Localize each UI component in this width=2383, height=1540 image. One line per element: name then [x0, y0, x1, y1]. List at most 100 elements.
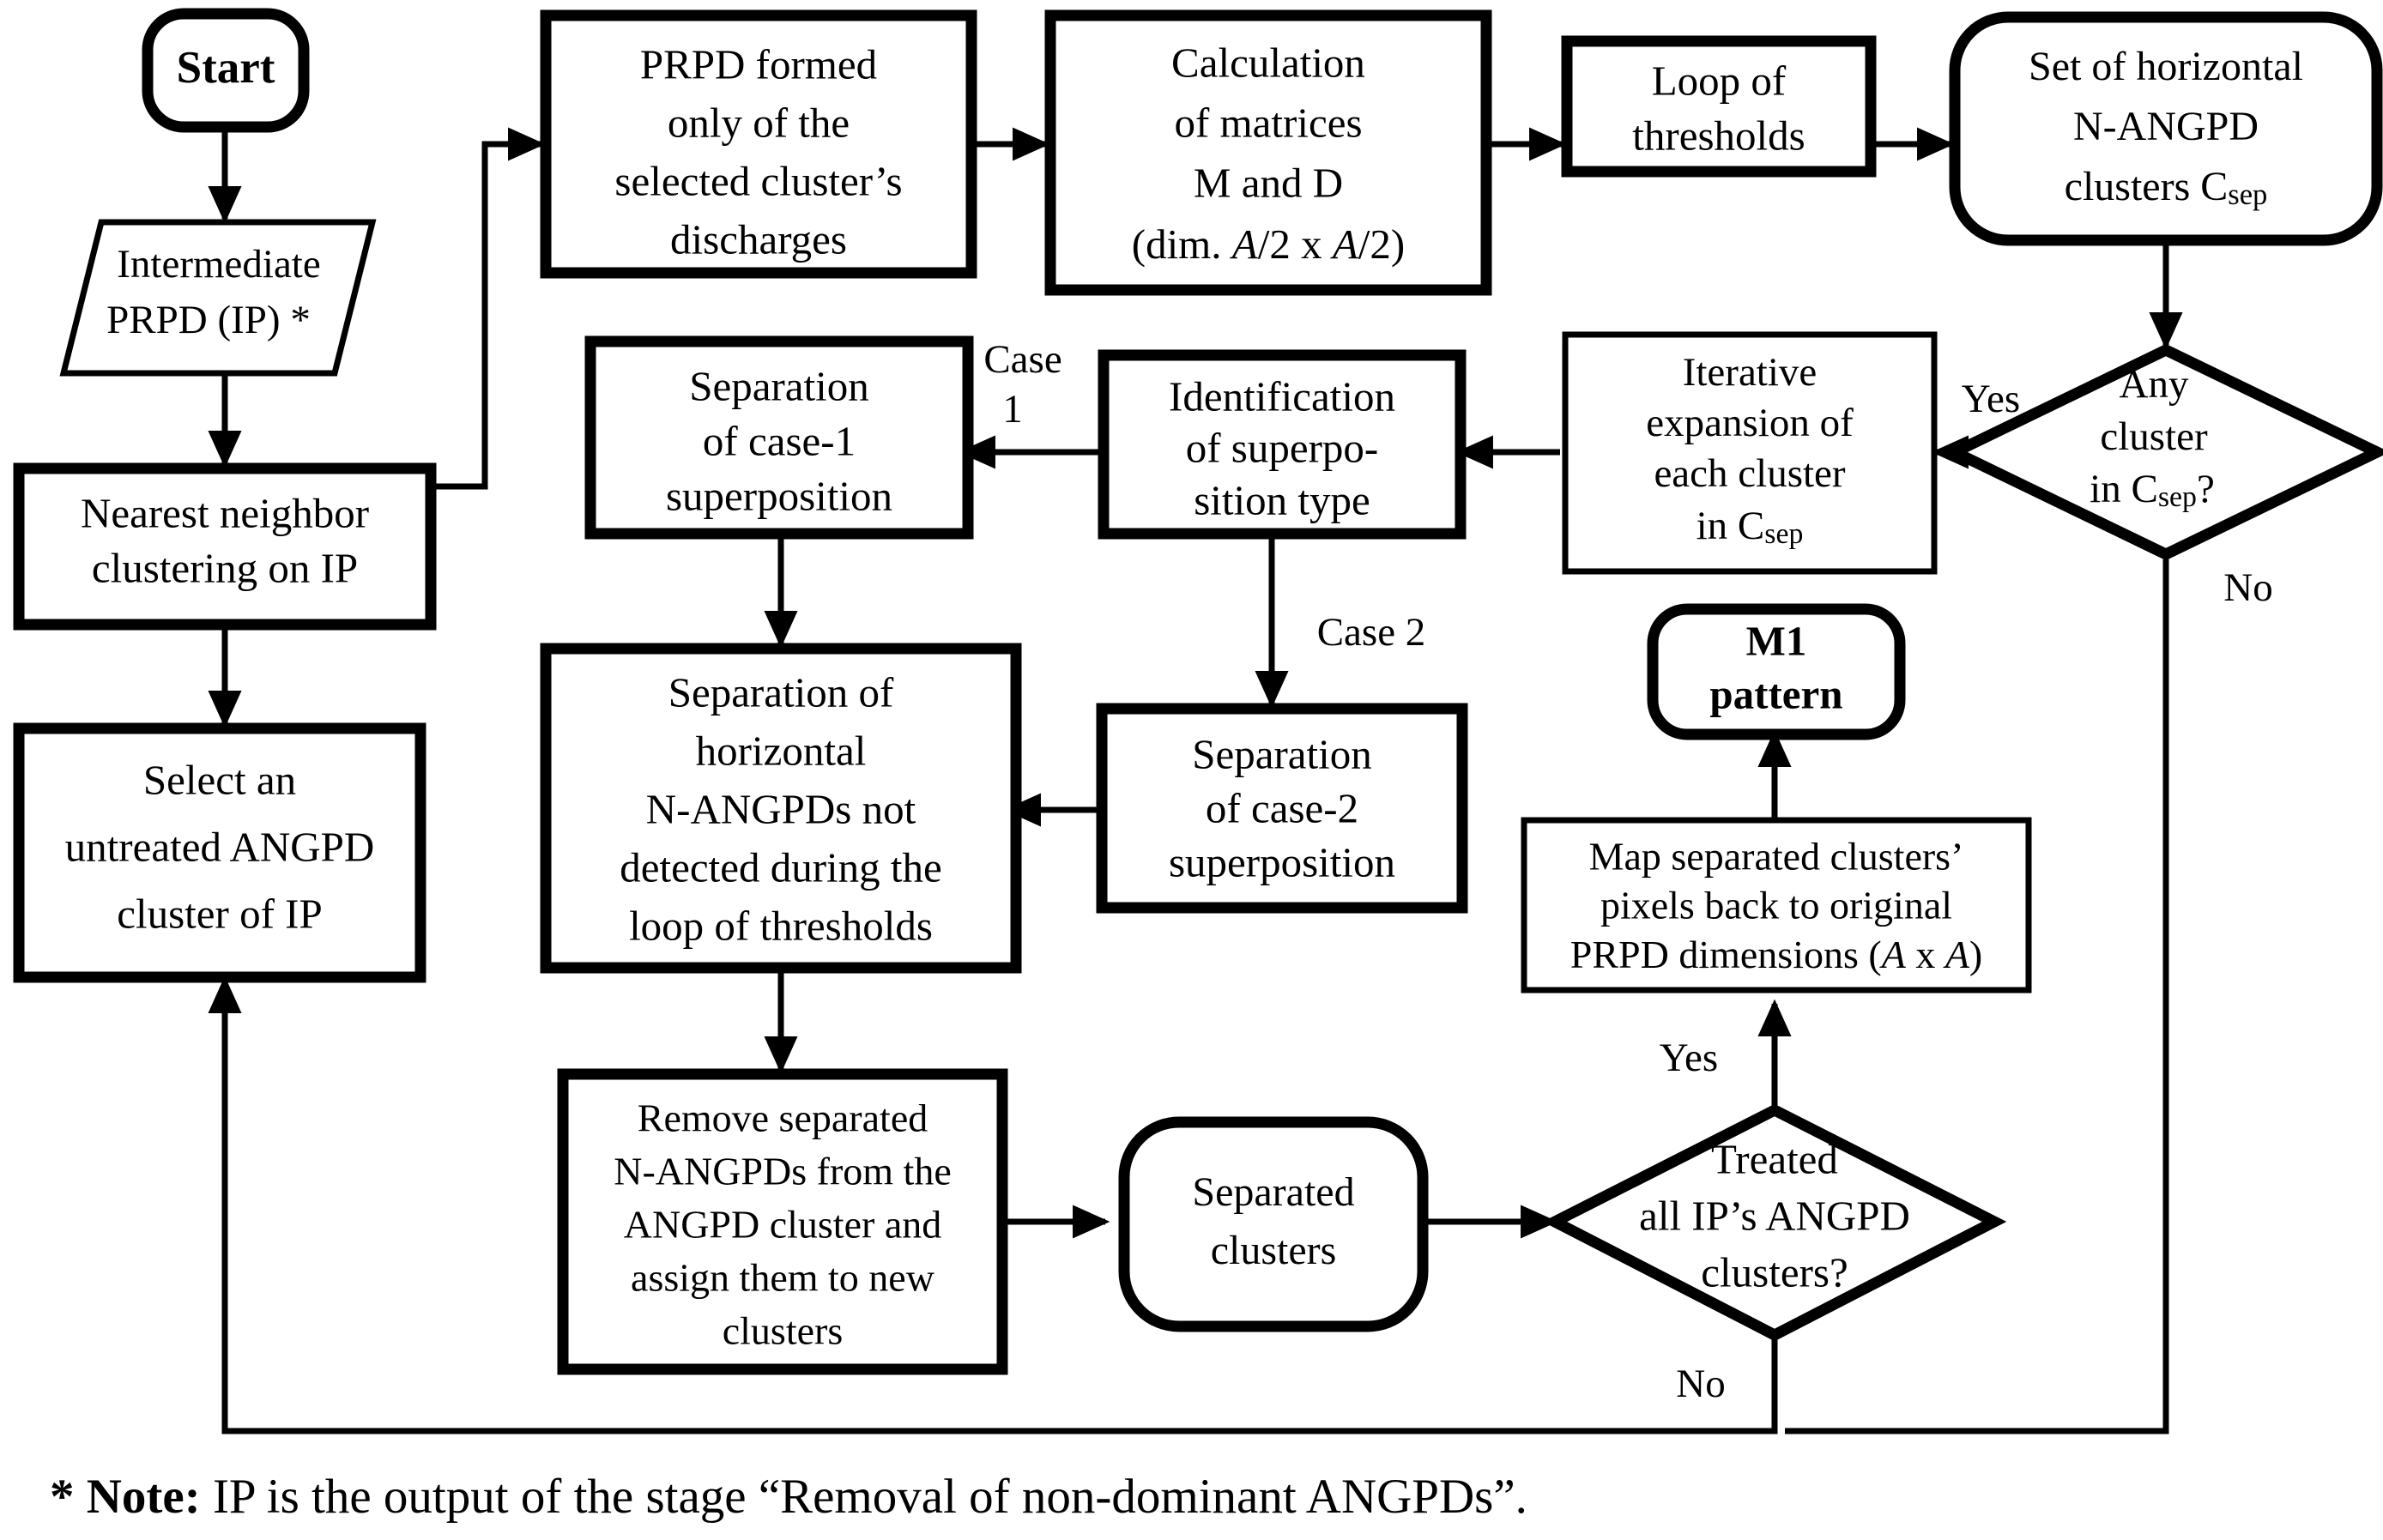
- node-select-cluster[interactable]: Select an untreated ANGPD cluster of IP: [13, 722, 426, 983]
- node-treated-all-line3: clusters?: [1701, 1248, 1848, 1295]
- set-csep-prefix: clusters C: [2065, 164, 2229, 209]
- edge-label-no-any-cluster: No: [2223, 565, 2272, 610]
- node-treated-all-line1: Treated: [1711, 1135, 1838, 1182]
- edge-label-case1-line2: 1: [1002, 387, 1023, 432]
- node-map-back-line1: Map separated clusters’: [1589, 835, 1964, 879]
- node-m1-pattern[interactable]: M1 pattern: [1647, 603, 1906, 740]
- node-map-back-line3: PRPD dimensions (A x A): [1570, 933, 1983, 976]
- calc-dim-prefix: (dim.: [1132, 220, 1232, 268]
- node-sep-case2-line2: of case-2: [1206, 784, 1358, 831]
- node-sep-horizontal[interactable]: Separation of horizontal N-ANGPDs not de…: [540, 643, 1022, 974]
- node-identify-superposition[interactable]: Identification of superpo- sition type: [1098, 349, 1467, 540]
- node-select-cluster-line2: untreated ANGPD: [65, 823, 375, 870]
- node-any-cluster-line1: Any: [2120, 362, 2189, 407]
- node-remove-separated-line4: assign them to new: [631, 1256, 935, 1300]
- node-identify-line3: sition type: [1194, 476, 1370, 523]
- node-set-csep-line2: N-ANGPD: [2073, 104, 2259, 149]
- node-calc-matrices-line3: M and D: [1194, 159, 1343, 206]
- node-remove-separated-line3: ANGPD cluster and: [624, 1203, 942, 1247]
- node-sep-case2[interactable]: Separation of case-2 superposition: [1096, 703, 1468, 914]
- node-start[interactable]: Start: [142, 8, 310, 133]
- edge-label-case1-line1: Case: [983, 337, 1061, 382]
- node-iterative-expansion[interactable]: Iterative expansion of each cluster in C…: [1562, 331, 1938, 575]
- node-remove-separated-line1: Remove separated: [638, 1096, 928, 1140]
- edge-label-yes-treated: Yes: [1660, 1036, 1718, 1080]
- footnote-text: IP is the output of the stage “Removal o…: [213, 1470, 1527, 1524]
- node-iterative-expansion-line1: Iterative: [1683, 350, 1817, 395]
- iterative-csep-prefix: in C: [1697, 504, 1765, 548]
- edge-select-to-prpdformed: [420, 127, 546, 490]
- footnote-bold-prefix: Note:: [87, 1470, 201, 1524]
- node-sep-case1[interactable]: Separation of case-1 superposition: [584, 335, 974, 540]
- map-back-post: ): [1969, 933, 1982, 976]
- node-separated-clusters[interactable]: Separated clusters: [1118, 1116, 1429, 1332]
- node-m1-pattern-line2: pattern: [1709, 670, 1842, 717]
- node-set-csep-line3: clusters Csep: [2065, 164, 2268, 211]
- node-separated-clusters-line2: clusters: [1211, 1228, 1337, 1273]
- node-sep-case1-line1: Separation: [689, 362, 869, 409]
- map-back-var1: A: [1879, 933, 1907, 976]
- calc-dim-mid: /2 x: [1258, 220, 1333, 268]
- node-sep-horizontal-line2: horizontal: [696, 727, 867, 774]
- node-separated-clusters-line1: Separated: [1192, 1169, 1354, 1215]
- node-sep-case1-line3: superposition: [666, 472, 892, 519]
- node-calc-matrices-line2: of matrices: [1174, 99, 1362, 146]
- map-back-mid: x: [1906, 933, 1945, 976]
- node-nn-clustering-line2: clustering on IP: [92, 544, 358, 591]
- node-sep-case2-line1: Separation: [1192, 730, 1372, 777]
- edge-anycluster-no-loopback: [1785, 559, 2169, 1434]
- node-loop-thresholds-line1: Loop of: [1652, 57, 1787, 104]
- node-sep-case2-line3: superposition: [1169, 838, 1395, 885]
- node-set-csep-line1: Set of horizontal: [2029, 44, 2303, 89]
- edge-label-yes-any-cluster: Yes: [1962, 377, 2020, 421]
- node-iterative-expansion-line4: in Csep: [1697, 504, 1804, 550]
- node-iterative-expansion-line3: each cluster: [1654, 451, 1845, 496]
- iterative-csep-subscript: sep: [1764, 518, 1803, 550]
- edge-label-case2: Case 2: [1317, 610, 1426, 655]
- map-back-var2: A: [1943, 933, 1970, 976]
- node-prpd-formed-line2: only of the: [668, 99, 850, 146]
- node-treated-all-line2: all IP’s ANGPD: [1639, 1192, 1910, 1239]
- node-prpd-formed-line1: PRPD formed: [640, 40, 877, 88]
- calc-dim-post: /2): [1358, 220, 1405, 268]
- calc-dim-var1: A: [1230, 220, 1259, 268]
- node-prpd-formed[interactable]: PRPD formed only of the selected cluster…: [540, 9, 977, 279]
- node-calc-matrices-line1: Calculation: [1171, 39, 1365, 86]
- footnote-star: *: [50, 1470, 75, 1524]
- node-remove-separated-line2: N-ANGPDs from the: [614, 1150, 952, 1193]
- node-nn-clustering-line1: Nearest neighbor: [81, 489, 369, 536]
- node-map-back[interactable]: Map separated clusters’ pixels back to o…: [1521, 817, 2032, 993]
- edge-treated-no-loopback: [208, 975, 1778, 1434]
- node-intermediate-prpd-line1: Intermediate: [117, 242, 320, 287]
- node-sep-horizontal-line1: Separation of: [668, 668, 894, 716]
- any-cluster-prefix: in C: [2090, 467, 2158, 511]
- node-select-cluster-line3: cluster of IP: [117, 890, 323, 937]
- node-treated-all-decision[interactable]: Treated all IP’s ANGPD clusters?: [1542, 1103, 2007, 1342]
- node-sep-horizontal-line4: detected during the: [620, 843, 942, 891]
- node-loop-thresholds[interactable]: Loop of thresholds: [1561, 35, 1877, 178]
- node-nn-clustering[interactable]: Nearest neighbor clustering on IP: [13, 462, 437, 631]
- node-prpd-formed-line4: discharges: [670, 215, 847, 263]
- node-identify-line1: Identification: [1169, 372, 1395, 420]
- node-any-cluster-line3: in Csep?: [2090, 467, 2215, 513]
- node-set-csep[interactable]: Set of horizontal N-ANGPD clusters Csep: [1949, 11, 2383, 246]
- set-csep-subscript: sep: [2228, 178, 2267, 211]
- node-any-cluster-decision[interactable]: Any cluster in Csep?: [1942, 343, 2383, 561]
- node-iterative-expansion-line2: expansion of: [1646, 401, 1854, 445]
- node-calc-matrices-line4: (dim. A/2 x A/2): [1132, 220, 1405, 268]
- calc-dim-var2: A: [1330, 220, 1359, 268]
- node-identify-line2: of superpo-: [1186, 424, 1379, 471]
- node-sep-horizontal-line5: loop of thresholds: [629, 902, 933, 949]
- node-sep-horizontal-line3: N-ANGPDs not: [646, 785, 916, 832]
- node-prpd-formed-line3: selected cluster’s: [614, 157, 902, 204]
- node-start-label: Start: [177, 43, 275, 93]
- node-map-back-line2: pixels back to original: [1600, 884, 1952, 927]
- node-m1-pattern-line1: M1: [1746, 617, 1807, 664]
- node-intermediate-prpd[interactable]: Intermediate PRPD (IP) *: [59, 219, 377, 377]
- map-back-prefix: PRPD dimensions (: [1570, 933, 1882, 976]
- node-remove-separated[interactable]: Remove separated N-ANGPDs from the ANGPD…: [557, 1068, 1008, 1375]
- any-cluster-post: ?: [2197, 467, 2215, 511]
- node-calc-matrices[interactable]: Calculation of matrices M and D (dim. A/…: [1044, 9, 1492, 296]
- edge-label-no-treated: No: [1676, 1362, 1725, 1406]
